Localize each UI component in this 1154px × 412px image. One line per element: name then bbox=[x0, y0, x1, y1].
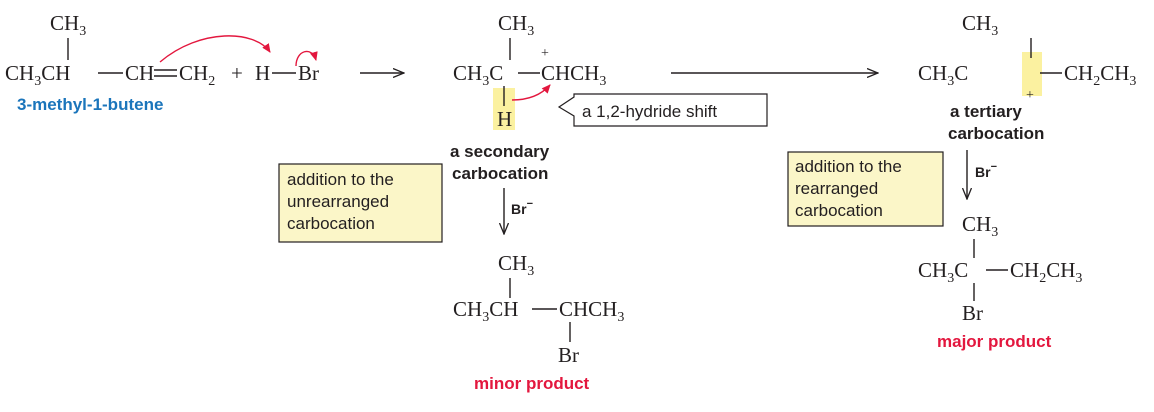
major-product-chain-right: CH2CH3 bbox=[1010, 258, 1082, 286]
cation-carbon-highlight bbox=[1022, 52, 1042, 96]
hydride-shift-callout: a 1,2-hydride shift bbox=[557, 93, 768, 127]
unrearranged-addition-box: addition to the unrearranged carbocation bbox=[278, 163, 443, 243]
rearranged-box-line2: rearranged bbox=[795, 179, 878, 198]
migrating-hydrogen: H bbox=[497, 107, 512, 131]
major-product-structure: CH3 CH3C CH2CH3 Br bbox=[918, 212, 1082, 325]
plus-sign: + bbox=[231, 61, 243, 85]
hbr-hydrogen: H bbox=[255, 61, 270, 85]
curved-arrow-hydride-shift bbox=[511, 84, 551, 101]
reactant-alkene-ch: CH bbox=[125, 61, 154, 85]
reactant-structure: CH3 CH3CH CH CH2 bbox=[5, 11, 215, 89]
bromide-reagent-major: Br− bbox=[975, 161, 997, 180]
hydrogen-highlight bbox=[493, 88, 515, 130]
minor-product-structure: CH3 CH3CH CHCH3 Br bbox=[453, 251, 624, 367]
tertiary-cation-label-line2: carbocation bbox=[948, 124, 1044, 143]
bromide-reagent-minor: Br− bbox=[511, 198, 533, 217]
tertiary-cation-charge: + bbox=[1026, 88, 1034, 103]
tertiary-cation-chain-left: CH3C bbox=[918, 61, 968, 89]
secondary-cation-label-line2: carbocation bbox=[452, 164, 548, 183]
minor-product-chain-right: CHCH3 bbox=[559, 297, 624, 325]
curved-arrow-hbr-bond bbox=[295, 50, 318, 67]
curved-arrow-pi-to-h bbox=[159, 35, 271, 63]
reactant-methyl: CH3 bbox=[50, 11, 86, 39]
major-product-methyl: CH3 bbox=[962, 212, 998, 240]
hbr-structure: H Br bbox=[255, 61, 319, 85]
major-product-chain-left: CH3C bbox=[918, 258, 968, 286]
unrearranged-box-line3: carbocation bbox=[287, 214, 375, 233]
secondary-cation-chain-right: CHCH3 bbox=[541, 61, 606, 89]
rearranged-box-line1: addition to the bbox=[795, 157, 902, 176]
reactant-name: 3-methyl-1-butene bbox=[17, 95, 163, 114]
reactant-alkene-ch2: CH2 bbox=[179, 61, 215, 89]
minor-product-label: minor product bbox=[474, 374, 590, 393]
rearranged-box-line3: carbocation bbox=[795, 201, 883, 220]
major-product-label: major product bbox=[937, 332, 1052, 351]
major-product-bromine: Br bbox=[962, 301, 983, 325]
secondary-cation-structure: CH3 + CH3C CHCH3 H bbox=[453, 11, 606, 131]
minor-product-chain-left: CH3CH bbox=[453, 297, 518, 325]
secondary-cation-charge: + bbox=[541, 46, 549, 61]
secondary-cation-label-line1: a secondary bbox=[450, 142, 550, 161]
tertiary-cation-structure: CH3 CH3C CH2CH3 + bbox=[918, 11, 1136, 103]
reactant-chain: CH3CH bbox=[5, 61, 70, 89]
minor-product-bromine: Br bbox=[558, 343, 579, 367]
tertiary-cation-chain-right: CH2CH3 bbox=[1064, 61, 1136, 89]
minor-product-methyl: CH3 bbox=[498, 251, 534, 279]
secondary-cation-methyl: CH3 bbox=[498, 11, 534, 39]
hydride-shift-label: a 1,2-hydride shift bbox=[582, 102, 717, 121]
rearranged-addition-box: addition to the rearranged carbocation bbox=[787, 151, 944, 227]
tertiary-cation-methyl: CH3 bbox=[962, 11, 998, 39]
tertiary-cation-label-line1: a tertiary bbox=[950, 102, 1022, 121]
secondary-cation-chain-left: CH3C bbox=[453, 61, 503, 89]
unrearranged-box-line2: unrearranged bbox=[287, 192, 389, 211]
unrearranged-box-line1: addition to the bbox=[287, 170, 394, 189]
hbr-bromine: Br bbox=[298, 61, 319, 85]
